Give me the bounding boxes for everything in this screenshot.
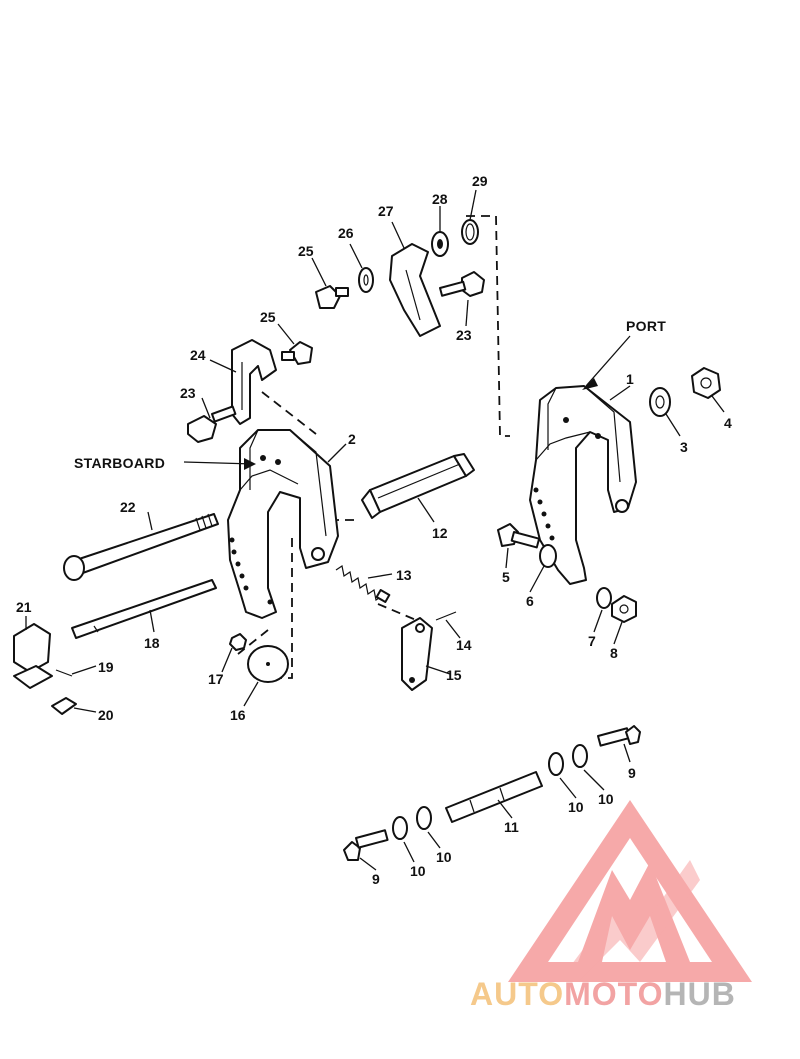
callout-29: 29 <box>472 173 488 189</box>
callout-18: 18 <box>144 635 160 651</box>
part-9-bolt-left <box>343 829 389 861</box>
watermark-hub: HUB <box>663 976 735 1012</box>
callout-10-d: 10 <box>410 863 426 879</box>
callout-5: 5 <box>502 569 510 585</box>
part-27-hook <box>389 243 441 337</box>
part-29-ring <box>461 219 479 245</box>
callout-22: 22 <box>120 499 136 515</box>
part-20-clip <box>51 697 77 715</box>
callout-28: 28 <box>432 191 448 207</box>
callout-25-lower: 25 <box>260 309 276 325</box>
callout-2: 2 <box>348 431 356 447</box>
callout-16: 16 <box>230 707 246 723</box>
watermark-moto: MOTO <box>564 976 663 1012</box>
callout-1: 1 <box>626 371 634 387</box>
label-starboard: STARBOARD <box>74 455 165 471</box>
callout-17: 17 <box>208 671 224 687</box>
callout-3: 3 <box>680 439 688 455</box>
part-15-lever <box>401 617 433 691</box>
callout-8: 8 <box>610 645 618 661</box>
part-28-washer <box>431 231 449 257</box>
part-23-bolt-left <box>187 405 237 443</box>
watermark-logo <box>508 800 752 982</box>
callout-10-a: 10 <box>598 791 614 807</box>
part-6-washer <box>539 544 557 568</box>
part-9-bolt-right <box>596 725 641 747</box>
part-2-starboard-bracket <box>227 429 339 619</box>
part-7-washer <box>596 587 612 609</box>
part-11-tube <box>445 771 543 823</box>
part-1-port-bracket <box>529 385 637 585</box>
label-port: PORT <box>626 318 666 334</box>
callout-10-c: 10 <box>436 849 452 865</box>
part-10-washer-c <box>416 806 432 830</box>
callout-20: 20 <box>98 707 114 723</box>
part-19-pin <box>55 669 73 677</box>
callout-7: 7 <box>588 633 596 649</box>
part-23-bolt-upper <box>439 271 485 297</box>
callout-27: 27 <box>378 203 394 219</box>
starboard-arrowhead <box>244 458 256 470</box>
callout-23-upper: 23 <box>456 327 472 343</box>
part-12-tube <box>361 453 475 519</box>
part-4-nut <box>691 367 721 399</box>
part-10-washer-d <box>392 816 408 840</box>
callout-4: 4 <box>724 415 732 431</box>
part-26-washer <box>358 267 374 293</box>
callout-24: 24 <box>190 347 206 363</box>
part-21-clip <box>13 623 53 689</box>
part-10-washer-a <box>572 744 588 768</box>
callout-13: 13 <box>396 567 412 583</box>
callout-25-upper: 25 <box>298 243 314 259</box>
callout-15: 15 <box>446 667 462 683</box>
part-25-bolt-lower <box>281 341 313 365</box>
callout-14: 14 <box>456 637 472 653</box>
part-18-rod <box>71 579 217 639</box>
callout-9-right: 9 <box>628 765 636 781</box>
callout-10-b: 10 <box>568 799 584 815</box>
part-10-washer-b <box>548 752 564 776</box>
callout-23-left: 23 <box>180 385 196 401</box>
part-22-long-bolt <box>63 513 219 581</box>
labels: PORT STARBOARD 1 2 3 4 5 6 7 8 9 9 10 10… <box>16 173 732 887</box>
part-3-washer <box>649 387 671 417</box>
part-17-nut <box>229 633 247 651</box>
callout-12: 12 <box>432 525 448 541</box>
part-24-plate <box>231 339 277 425</box>
port-arrowhead <box>582 378 598 390</box>
watermark-word: AUTOMOTOHUB <box>470 976 736 1012</box>
part-8-nut <box>611 595 637 623</box>
callout-21: 21 <box>16 599 32 615</box>
callout-26: 26 <box>338 225 354 241</box>
part-5-bolt <box>497 523 541 549</box>
callout-11: 11 <box>504 819 519 835</box>
part-14-pin <box>435 611 457 621</box>
part-16-disc <box>247 645 289 683</box>
callout-6: 6 <box>526 593 534 609</box>
part-13-spring <box>335 565 391 603</box>
part-25-bolt-upper <box>315 285 349 309</box>
leader-lines <box>25 189 725 871</box>
callout-9-left: 9 <box>372 871 380 887</box>
watermark-auto: AUTO <box>470 976 564 1012</box>
callout-19: 19 <box>98 659 114 675</box>
